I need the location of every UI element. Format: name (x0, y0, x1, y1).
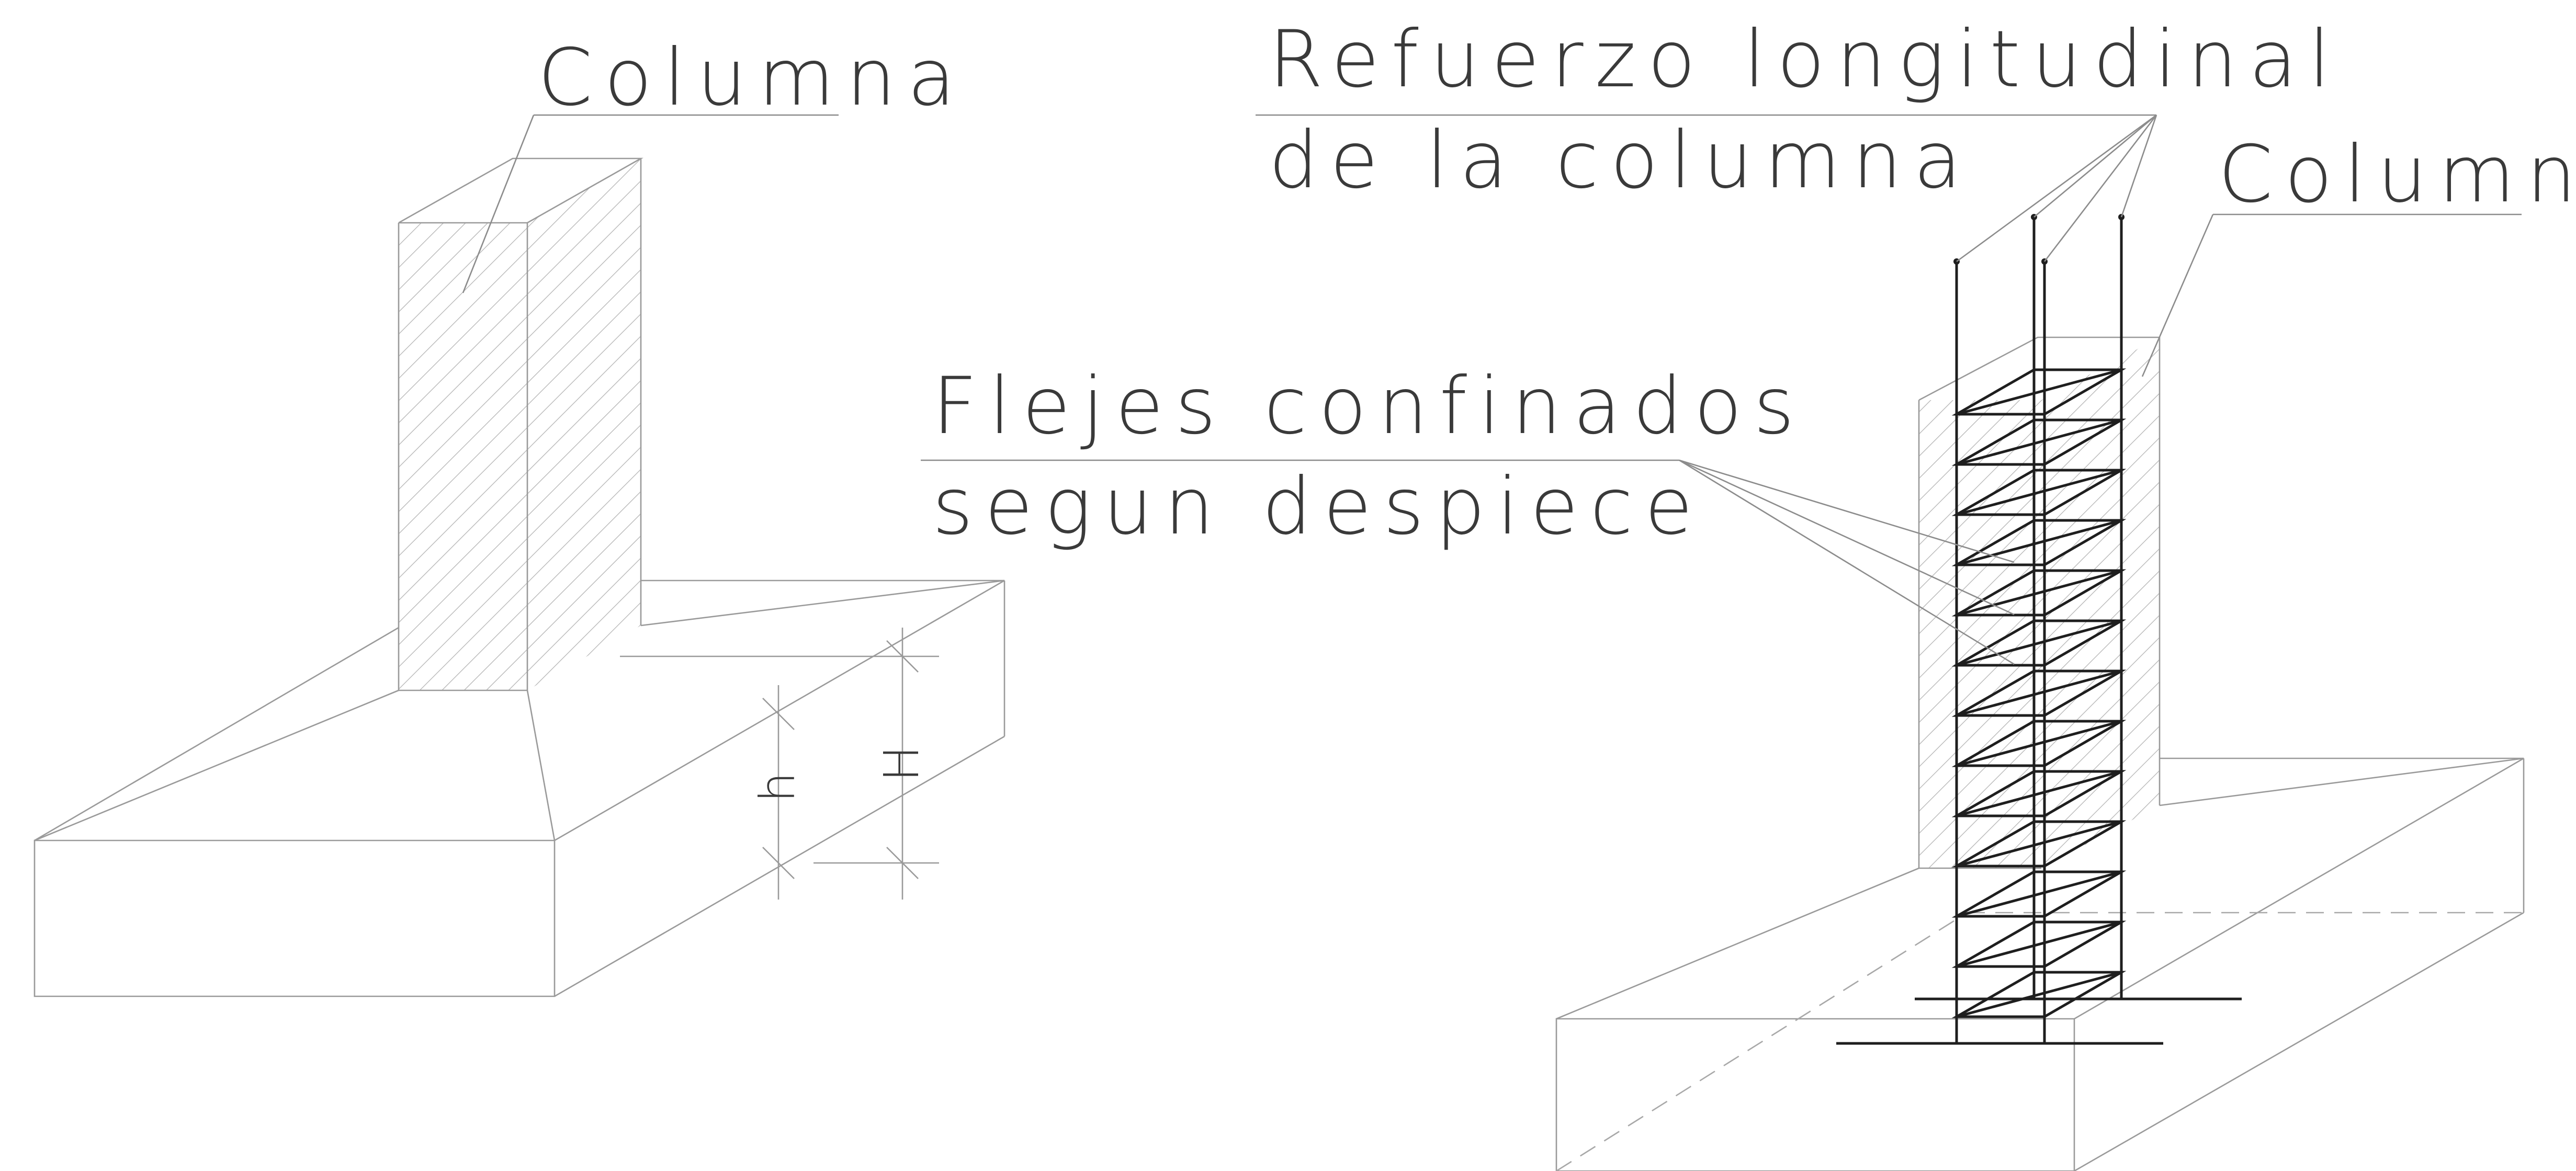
flejes-label-line2: segun despiece (932, 461, 1704, 552)
left-footing-figure: h H Columna (33, 32, 1005, 997)
right-footing-block (1555, 757, 2525, 1171)
stirrup (1951, 770, 2127, 817)
stirrup (1951, 519, 2127, 566)
dimension-H-label: H (874, 745, 930, 781)
stirrups (1951, 368, 2127, 1018)
stirrup (1951, 971, 2127, 1018)
dimension-marks: h H (620, 628, 939, 900)
stirrup (1951, 619, 2127, 667)
left-footing-block (33, 579, 1005, 997)
stirrup (1951, 418, 2127, 466)
stirrup (1951, 820, 2127, 868)
stirrup (1951, 368, 2127, 416)
left-column-side-face (527, 158, 641, 690)
left-columna-label: Columna (538, 32, 967, 123)
stirrup (1951, 920, 2127, 968)
refuerzo-label-line2: de la columna (1269, 115, 1973, 206)
dimension-h-label: h (750, 772, 806, 802)
right-columna-label: Columna (2218, 129, 2576, 220)
flejes-label-line1: Flejes confinados (932, 361, 1806, 452)
stirrup (1951, 720, 2127, 767)
stirrup (1951, 669, 2127, 717)
stirrup (1951, 469, 2127, 516)
refuerzo-label-line1: Refuerzo longitudinal (1269, 14, 2342, 105)
left-column-front-face (399, 223, 527, 690)
right-reinforcement-figure: Refuerzo longitudinal de la columna Colu… (921, 14, 2576, 1171)
stirrup (1951, 569, 2127, 617)
stirrup (1951, 870, 2127, 918)
